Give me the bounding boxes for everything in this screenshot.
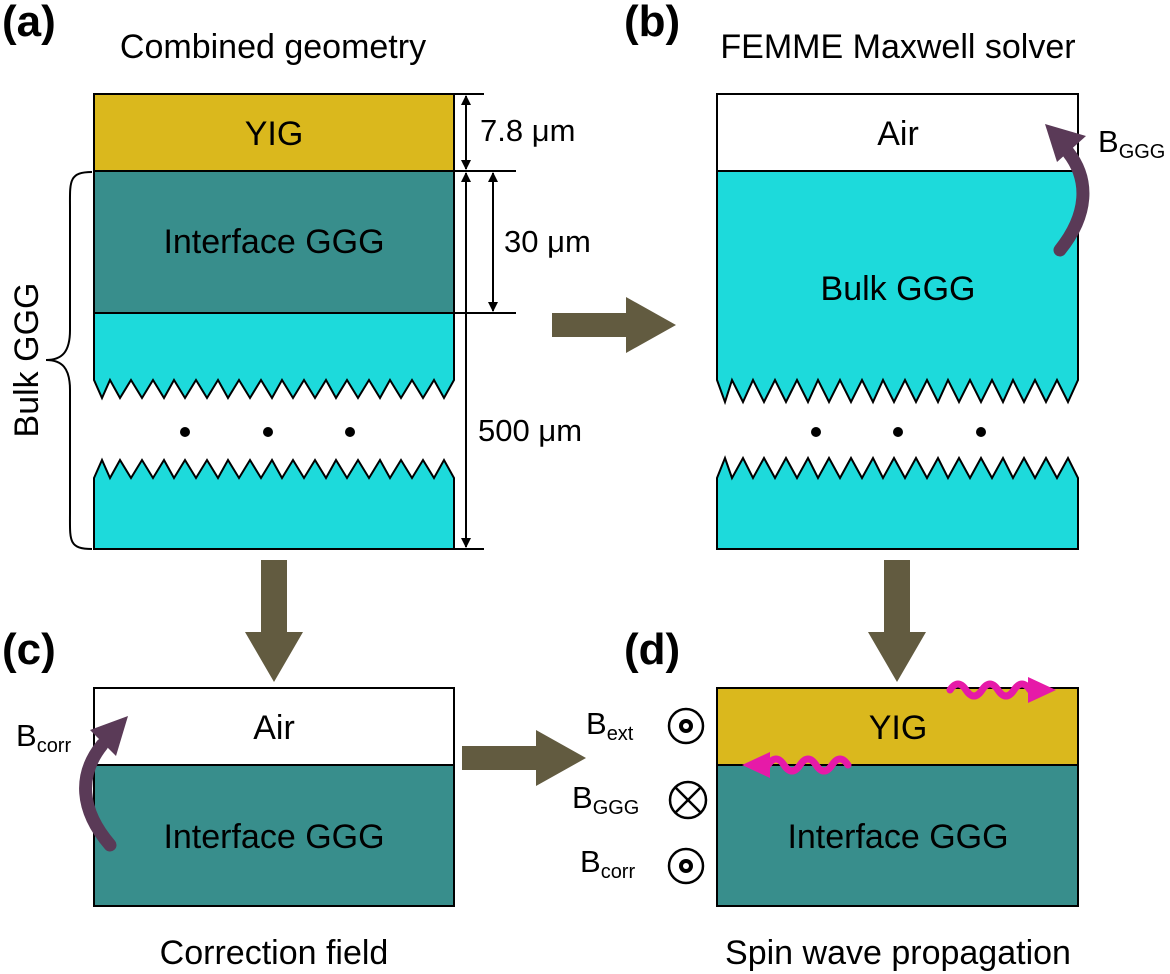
ellipsis-dot — [345, 427, 355, 437]
flow-arrow-a-to-c — [245, 560, 303, 682]
interface-ggg-label: Interface GGG — [787, 818, 1008, 856]
interface-ggg-layer — [716, 764, 1079, 907]
flow-arrow-b-to-d — [868, 560, 926, 682]
b-ggg-legend-label: BGGG — [572, 780, 639, 819]
flow-arrow-a-to-b — [552, 297, 676, 353]
panel-a: (a) Combined geometry YIG Interface GGG … — [2, 0, 591, 550]
dot-in-circle-icon — [667, 847, 705, 885]
dim-label-interface: 30 μm — [504, 224, 591, 259]
ellipsis-dot — [893, 427, 903, 437]
panel-a-title: Combined geometry — [120, 28, 426, 66]
interface-ggg-label: Interface GGG — [163, 818, 384, 856]
yig-layer — [93, 93, 455, 172]
bulk-ggg-label: Bulk GGG — [821, 270, 976, 308]
spin-wave-left — [742, 752, 852, 778]
flow-arrow-c-to-d — [462, 730, 586, 786]
panel-b: (b) FEMME Maxwell solver Air Bulk GGG BG… — [624, 0, 1165, 550]
panel-d: (d) YIG Interface GGG Spin wave propagat… — [572, 625, 1079, 972]
air-layer — [93, 687, 455, 766]
spin-wave-right — [946, 677, 1056, 703]
panel-d-label: (d) — [624, 625, 680, 674]
air-layer-label: Air — [253, 709, 295, 747]
air-layer-label: Air — [877, 115, 919, 153]
panel-b-label: (b) — [624, 0, 680, 46]
bulk-ggg-brace — [45, 171, 93, 550]
b-ggg-label: BGGG — [1098, 124, 1165, 163]
bulk-ggg-lower — [93, 457, 455, 550]
b-ext-label: Bext — [586, 706, 634, 745]
panel-c-caption: Correction field — [160, 934, 389, 972]
panel-c: (c) Air Interface GGG Correction field B… — [2, 625, 455, 972]
air-layer — [716, 93, 1079, 172]
ellipsis-dot — [811, 427, 821, 437]
bulk-ggg-lower — [716, 455, 1079, 550]
cross-in-circle-icon — [668, 780, 708, 820]
bulk-ggg-brace-label: Bulk GGG — [8, 283, 46, 438]
ellipsis-dot — [976, 427, 986, 437]
panel-c-label: (c) — [2, 625, 56, 674]
interface-ggg-label: Interface GGG — [163, 223, 384, 261]
panel-d-caption: Spin wave propagation — [725, 934, 1071, 972]
ellipsis-dot — [263, 427, 273, 437]
panel-b-title: FEMME Maxwell solver — [720, 28, 1075, 66]
interface-ggg-layer — [93, 170, 455, 314]
panel-a-label: (a) — [2, 0, 56, 46]
dim-label-bulk: 500 μm — [478, 413, 582, 448]
b-corr-legend-label: Bcorr — [580, 844, 635, 883]
b-corr-label: Bcorr — [16, 718, 71, 757]
interface-ggg-layer — [93, 764, 455, 907]
dim-label-yig: 7.8 μm — [480, 113, 575, 148]
yig-layer-label: YIG — [869, 709, 928, 747]
yig-layer-label: YIG — [245, 115, 304, 153]
ellipsis-dot — [180, 427, 190, 437]
bulk-ggg-upper — [93, 312, 455, 401]
b-corr-field-arrow — [79, 716, 128, 852]
yig-layer — [716, 687, 1079, 766]
bulk-ggg-upper — [716, 170, 1079, 406]
b-ggg-field-arrow — [1045, 124, 1090, 257]
dot-in-circle-icon — [667, 707, 705, 745]
